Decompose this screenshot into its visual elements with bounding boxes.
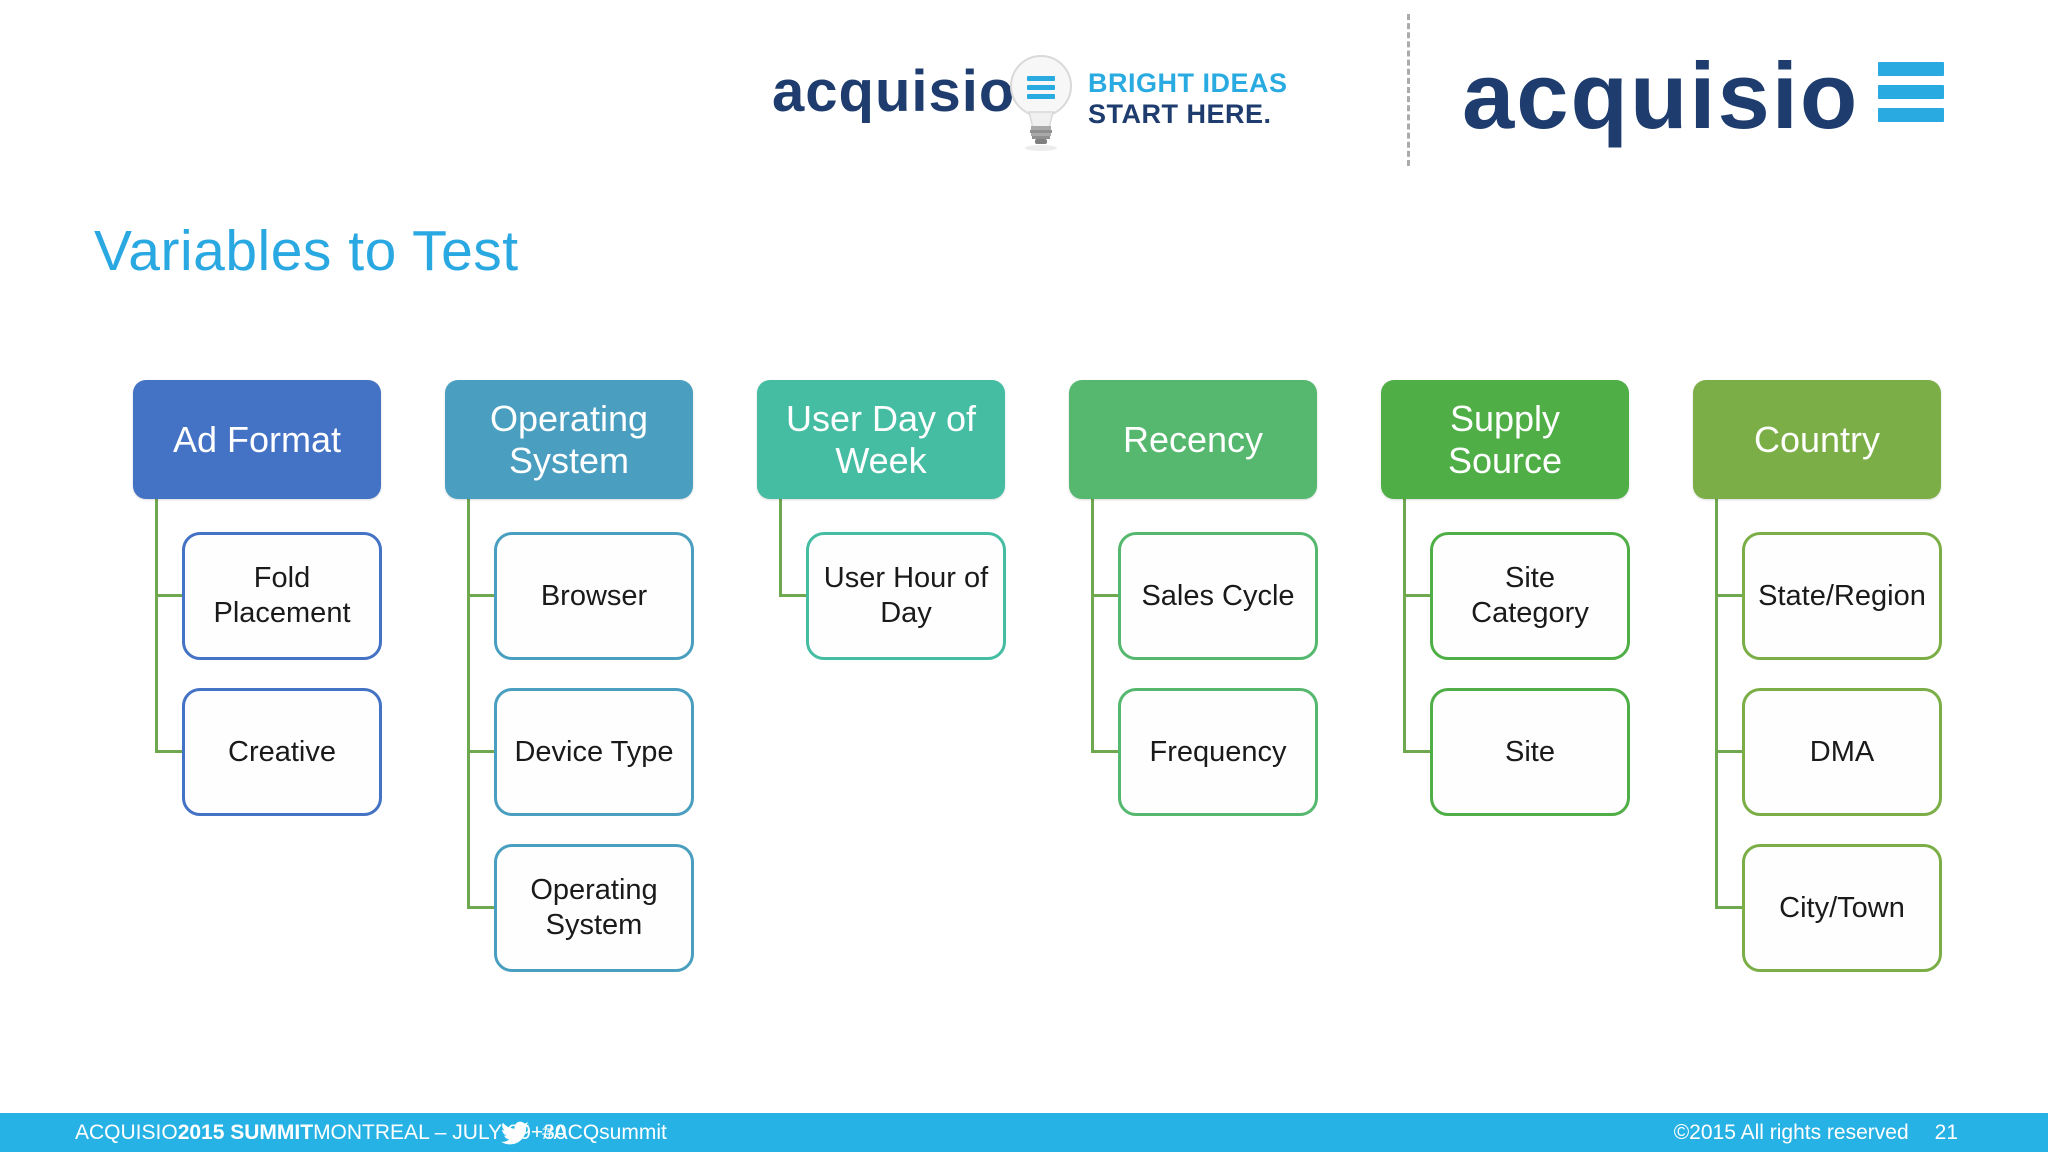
diagram-child-box: Operating System: [494, 844, 694, 972]
diagram-header-box: Recency: [1069, 380, 1317, 499]
connector-line: [155, 499, 158, 753]
connector-line: [467, 906, 497, 909]
diagram-header-box: Supply Source: [1381, 380, 1629, 499]
connector-line: [779, 499, 782, 597]
lightbulb-stripe: [1027, 94, 1055, 99]
footer-page-number: 21: [1934, 1120, 1958, 1144]
footer-event-prefix: ACQUISIO: [75, 1120, 178, 1144]
diagram-child-box: Creative: [182, 688, 382, 816]
connector-line: [1091, 594, 1121, 597]
lightbulb-stripe: [1027, 85, 1055, 90]
footer-rights: ©2015 All rights reserved: [1673, 1120, 1909, 1144]
center-logo-wordmark: acquisio: [772, 59, 1016, 124]
logo-tagline: BRIGHT IDEAS START HERE.: [1088, 68, 1288, 130]
diagram-header-box: User Day of Week: [757, 380, 1005, 499]
diagram-child-box: Site Category: [1430, 532, 1630, 660]
connector-line: [1715, 499, 1718, 909]
diagram-header-box: Operating System: [445, 380, 693, 499]
diagram-child-box: Sales Cycle: [1118, 532, 1318, 660]
footer-event-text: ACQUISIO 2015 SUMMIT MONTREAL – JULY 29+…: [75, 1113, 567, 1152]
connector-line: [779, 594, 809, 597]
tagline-line2: START HERE.: [1088, 99, 1272, 129]
connector-line: [1715, 750, 1745, 753]
diagram-column-user-day-of-week: User Day of Week User Hour of Day: [757, 380, 1006, 1010]
page-title: Variables to Test: [94, 219, 519, 283]
right-logo-wordmark: acquisio: [1462, 43, 1860, 148]
lightbulb-stripe: [1027, 76, 1055, 81]
diagram-child-box: DMA: [1742, 688, 1942, 816]
connector-line: [1403, 499, 1406, 753]
diagram-child-box: Fold Placement: [182, 532, 382, 660]
connector-line: [1403, 750, 1433, 753]
connector-line: [467, 594, 497, 597]
footer-bar: ACQUISIO 2015 SUMMIT MONTREAL – JULY 29+…: [0, 1113, 2048, 1152]
connector-line: [1403, 594, 1433, 597]
tagline-line1: BRIGHT IDEAS: [1088, 68, 1288, 98]
header-divider: [1407, 14, 1410, 166]
diagram-column-country: Country State/Region DMA City/Town: [1693, 380, 1942, 1010]
diagram-column-recency: Recency Sales Cycle Frequency: [1069, 380, 1318, 1010]
connector-line: [1715, 594, 1745, 597]
diagram-child-box: Browser: [494, 532, 694, 660]
diagram-column-supply-source: Supply Source Site Category Site: [1381, 380, 1630, 1010]
diagram-header-box: Ad Format: [133, 380, 381, 499]
footer-event-bold: 2015 SUMMIT: [177, 1120, 314, 1144]
logo-bar: [1878, 108, 1944, 122]
connector-line: [1091, 499, 1094, 753]
connector-line: [1715, 906, 1745, 909]
diagram-column-operating-system: Operating System Browser Device Type Ope…: [445, 380, 694, 1010]
twitter-icon: [501, 1121, 529, 1144]
logo-bar: [1878, 85, 1944, 99]
lightbulb-icon: [1010, 55, 1072, 151]
diagram-child-box: User Hour of Day: [806, 532, 1006, 660]
connector-line: [467, 750, 497, 753]
connector-line: [155, 594, 185, 597]
logo-bar: [1878, 62, 1944, 76]
diagram-column-ad-format: Ad Format Fold Placement Creative: [133, 380, 382, 1010]
connector-line: [467, 499, 470, 909]
diagram-child-box: Site: [1430, 688, 1630, 816]
connector-line: [155, 750, 185, 753]
logo-bars-icon: [1878, 62, 1944, 131]
diagram-child-box: State/Region: [1742, 532, 1942, 660]
footer-hashtag: #ACQsummit: [542, 1120, 667, 1144]
diagram-header-box: Country: [1693, 380, 1941, 499]
diagram-child-box: Device Type: [494, 688, 694, 816]
diagram-child-box: Frequency: [1118, 688, 1318, 816]
diagram-child-box: City/Town: [1742, 844, 1942, 972]
connector-line: [1091, 750, 1121, 753]
